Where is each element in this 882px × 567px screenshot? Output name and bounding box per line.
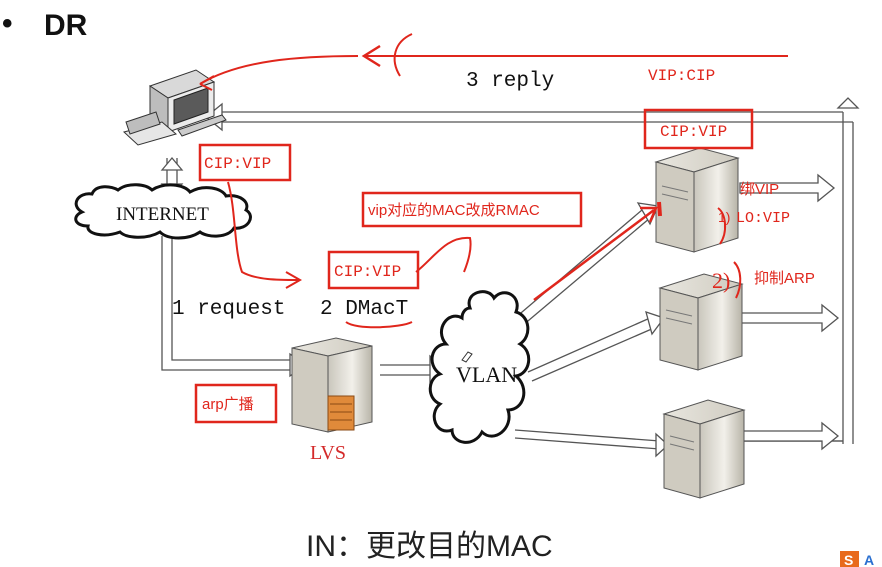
red-reply-arrow — [199, 33, 788, 91]
client-computer-icon — [122, 69, 227, 146]
box-cip-vip-client — [198, 143, 292, 182]
real-server-2-icon — [658, 273, 744, 371]
real-server-3-icon — [662, 399, 746, 499]
lvs-label: LVS — [310, 442, 346, 464]
page-title: DR — [44, 9, 88, 42]
box-cip-vip-mid — [327, 250, 420, 290]
corner-logo-left: S — [844, 552, 853, 567]
box-arp-broadcast — [194, 383, 278, 424]
bullet: • — [2, 7, 13, 40]
lvs-server-icon — [291, 337, 373, 433]
annotation-cip-vip-client: CIP:VIP — [204, 155, 271, 173]
request-label: 1 request — [172, 298, 285, 321]
annotation-num-2: 2) — [712, 268, 730, 293]
red-marks — [461, 207, 742, 363]
annotation-lo-vip: LO:VIP — [736, 210, 790, 227]
annotation-num-1: 1) — [718, 209, 730, 225]
connector-lines — [161, 111, 854, 444]
annotation-arp-broadcast: arp广播 — [202, 396, 254, 413]
vlan-label: VLAN — [456, 362, 517, 387]
caption: IN：更改目的MAC — [306, 530, 553, 563]
box-vip-mac-note — [361, 191, 583, 228]
annotation-bind-vip: 绑VIP — [740, 181, 779, 198]
annotation-cip-vip-mid: CIP:VIP — [334, 263, 401, 281]
internet-label: INTERNET — [116, 204, 209, 225]
vlan-server-links — [514, 209, 661, 450]
corner-logo: S A — [840, 551, 874, 567]
annotation-suppress-arp: 抑制ARP — [754, 270, 815, 287]
server-outbound-arrows — [739, 173, 840, 451]
red-forward-arrow — [533, 201, 662, 301]
reply-label: 3 reply — [466, 70, 554, 93]
corner-logo-right: A — [864, 552, 874, 567]
red-request-arrow — [227, 181, 472, 329]
real-server-1-icon — [654, 147, 740, 253]
box-cip-vip-top — [643, 108, 754, 150]
annotation-vip-cip: VIP:CIP — [648, 67, 715, 85]
dmact-label: 2 DMacT — [320, 298, 408, 321]
vlan-cloud — [428, 290, 531, 444]
annotation-cip-vip-top: CIP:VIP — [660, 123, 727, 141]
internet-cloud — [74, 183, 252, 240]
annotation-vip-mac-note: vip对应的MAC改成RMAC — [368, 201, 540, 219]
